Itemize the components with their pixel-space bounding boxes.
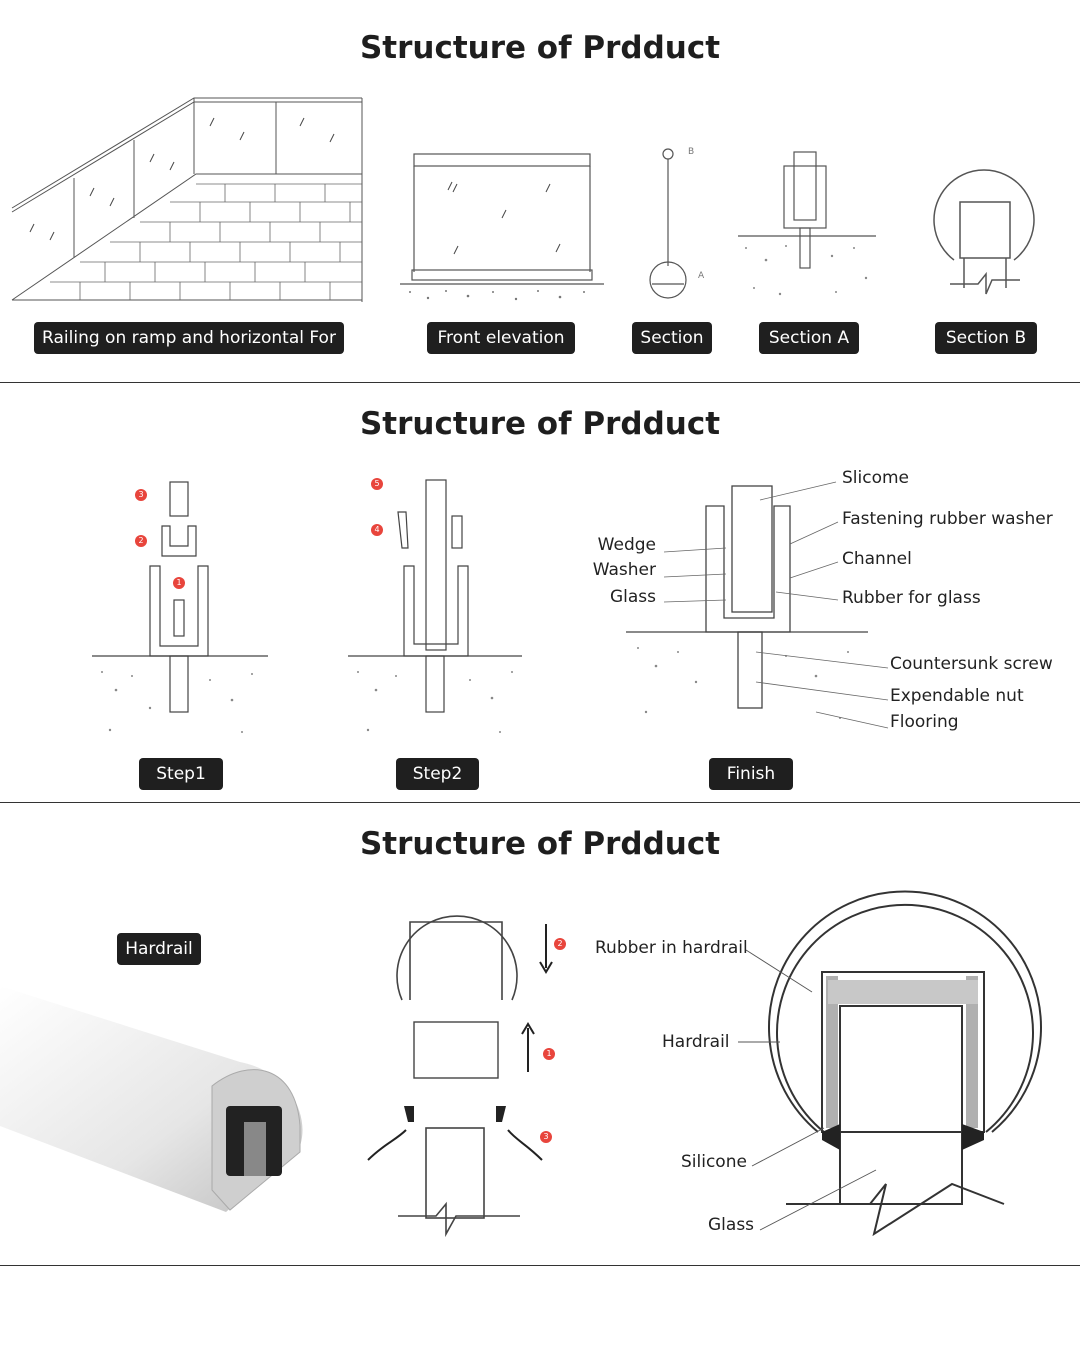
badge-front-elevation: Front elevation [427, 322, 575, 354]
step-marker-1: 1 [173, 577, 185, 589]
assembly-marker-2: 2 [554, 938, 566, 950]
marker-b: B [688, 147, 694, 157]
ramp-railing-drawing [11, 97, 363, 302]
label-expendable-nut: Expendable nut [890, 686, 1024, 706]
label-channel: Channel [842, 549, 912, 569]
step-marker-2: 2 [135, 535, 147, 547]
hardrail-assembly-drawing [367, 915, 553, 1238]
section-a-drawing [738, 151, 876, 296]
step-marker-5: 5 [371, 478, 383, 490]
hardrail-section-drawing [738, 890, 1042, 1237]
badge-section: Section [632, 322, 712, 354]
badge-railing-ramp: Railing on ramp and horizontal For [34, 322, 344, 354]
badge-hardrail: Hardrail [117, 933, 201, 965]
label-rubber-in-hardrail: Rubber in hardrail [595, 938, 748, 958]
label-glass-left: Glass [609, 587, 656, 607]
label-flooring: Flooring [890, 712, 959, 732]
badge-step2: Step2 [396, 758, 479, 790]
hardrail-render [0, 986, 303, 1212]
assembly-marker-3: 3 [540, 1131, 552, 1143]
step1-drawing [92, 481, 268, 733]
label-fastening-rubber-washer: Fastening rubber washer [842, 509, 1053, 529]
badge-section-a: Section A [759, 322, 859, 354]
section-3-title: Structure of Prdduct [359, 826, 721, 862]
divider-3 [0, 1265, 1080, 1266]
marker-a: A [698, 271, 705, 281]
step-marker-4: 4 [371, 524, 383, 536]
label-silicone: Silicone [681, 1152, 747, 1172]
step-marker-3: 3 [135, 489, 147, 501]
label-slicome: Slicome [842, 468, 910, 488]
section-drawing: B A [649, 147, 705, 299]
label-washer: Washer [592, 560, 656, 580]
label-wedge: Wedge [597, 535, 656, 555]
divider-2 [0, 802, 1080, 803]
finish-drawing [626, 481, 889, 729]
badge-finish: Finish [709, 758, 793, 790]
divider-1 [0, 382, 1080, 383]
label-glass-hardrail: Glass [708, 1215, 755, 1235]
section-2-title: Structure of Prdduct [359, 406, 721, 442]
label-countersunk-screw: Countersunk screw [890, 654, 1053, 674]
label-rubber-for-glass: Rubber for glass [842, 588, 981, 608]
step2-drawing [348, 479, 522, 733]
badge-section-b: Section B [935, 322, 1037, 354]
label-hardrail: Hardrail [662, 1032, 730, 1052]
badge-step1: Step1 [139, 758, 223, 790]
section-1-title: Structure of Prdduct [359, 30, 721, 66]
section-b-drawing [933, 169, 1035, 295]
front-elevation-drawing [400, 153, 604, 301]
assembly-marker-1: 1 [543, 1048, 555, 1060]
